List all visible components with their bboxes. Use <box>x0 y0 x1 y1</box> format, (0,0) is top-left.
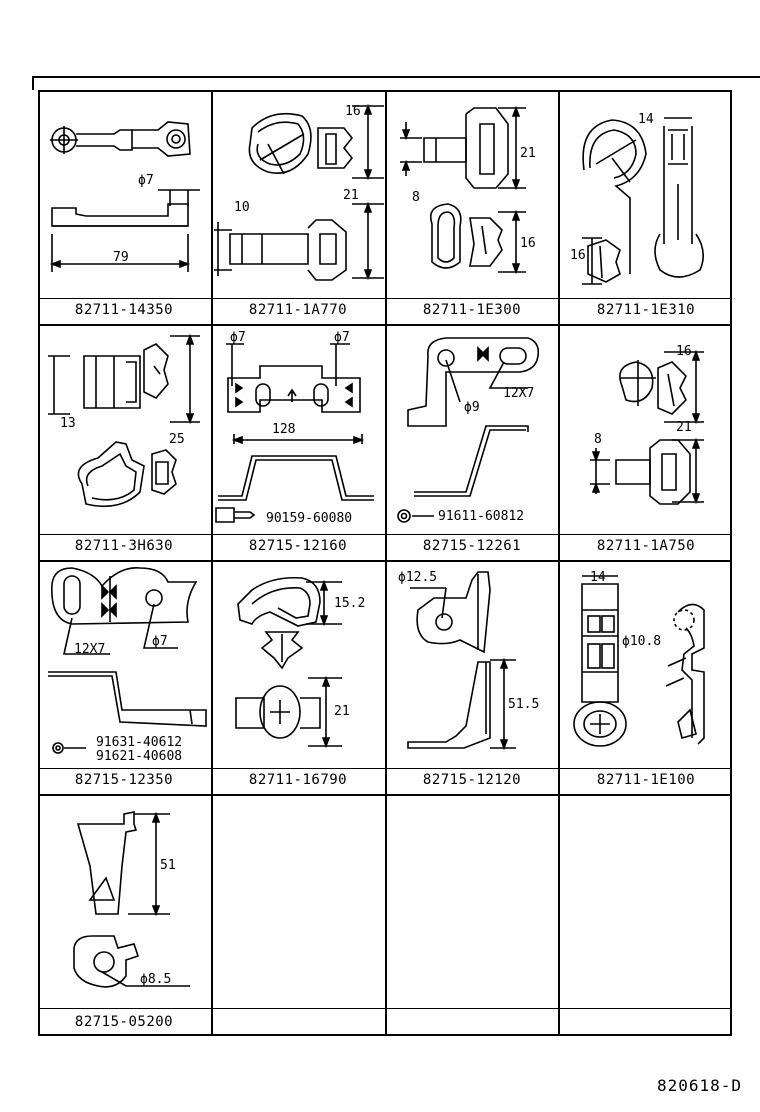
hardware-part-number[interactable]: 91631-40612 <box>96 735 183 750</box>
clip-drawing-1e310 <box>560 94 732 298</box>
dimension-label: 12X7 <box>74 642 106 657</box>
dimension-label: 14 <box>590 570 606 585</box>
part-number-label[interactable]: 82715-12350 <box>74 772 174 788</box>
grid-column-divider <box>211 92 213 1034</box>
grid-row-divider <box>40 324 730 326</box>
dimension-label: 14 <box>638 112 654 127</box>
dimension-label: 10 <box>234 200 250 215</box>
dimension-label: 51 <box>160 858 176 873</box>
dimension-label: 51.5 <box>508 697 540 712</box>
part-number-label[interactable]: 82715-05200 <box>74 1014 174 1030</box>
part-number-label[interactable]: 82711-1A770 <box>248 302 348 318</box>
top-rule-tick <box>32 76 34 90</box>
part-number-label[interactable]: 82711-16790 <box>248 772 348 788</box>
parts-grid <box>38 90 732 1036</box>
dimension-label: 21 <box>520 146 536 161</box>
hardware-part-number[interactable]: 90159-60080 <box>266 511 353 526</box>
dimension-label: 21 <box>676 420 692 435</box>
part-number-label[interactable]: 82715-12120 <box>422 772 522 788</box>
dimension-label: ϕ12.5 <box>398 570 438 585</box>
part-number-label[interactable]: 82711-1E100 <box>596 772 696 788</box>
dimension-label: 21 <box>343 188 359 203</box>
dimension-label: ϕ7 <box>138 173 154 188</box>
grid-column-divider <box>385 92 387 1034</box>
dimension-label: 13 <box>60 416 76 431</box>
part-number-label[interactable]: 82711-14350 <box>74 302 174 318</box>
dimension-label: ϕ7 <box>334 330 350 345</box>
dimension-label: ϕ9 <box>464 400 480 415</box>
dimension-label: 21 <box>334 704 350 719</box>
clip-drawing-14350 <box>40 94 210 298</box>
dimension-label: 25 <box>169 432 185 447</box>
bracket-drawing-12350 <box>40 562 210 766</box>
dimension-label: 15.2 <box>334 596 366 611</box>
dimension-label: ϕ8.5 <box>140 972 172 987</box>
top-rule <box>32 76 760 78</box>
part-number-label[interactable]: 82715-12261 <box>422 538 522 554</box>
grid-row-divider <box>40 794 730 796</box>
part-number-label[interactable]: 82711-3H630 <box>74 538 174 554</box>
clip-drawing-1e300 <box>386 94 558 298</box>
grid-row-divider <box>40 560 730 562</box>
part-number-label[interactable]: 82711-1E310 <box>596 302 696 318</box>
dimension-label: 16 <box>345 104 361 119</box>
clip-drawing-3h630 <box>40 326 210 536</box>
dimension-label: ϕ7 <box>152 634 168 649</box>
label-separator <box>40 534 730 535</box>
dimension-label: 12X7 <box>503 386 535 401</box>
label-separator <box>40 1008 730 1009</box>
dimension-label: ϕ10.8 <box>622 634 662 649</box>
clip-drawing-16790 <box>212 562 384 766</box>
clip-drawing-1a770 <box>212 94 384 298</box>
bracket-drawing-12160 <box>212 326 384 536</box>
dimension-label: 8 <box>594 432 602 447</box>
dimension-label: 16 <box>676 344 692 359</box>
dimension-label: 128 <box>272 422 296 437</box>
clip-drawing-1e100 <box>560 562 732 766</box>
bracket-drawing-12261 <box>386 326 558 536</box>
diagram-code: 820618-D <box>656 1076 742 1095</box>
label-separator <box>40 298 730 299</box>
part-number-label[interactable]: 82715-12160 <box>248 538 348 554</box>
clip-drawing-1a750 <box>560 326 732 536</box>
dimension-label: 79 <box>113 250 129 265</box>
label-separator <box>40 768 730 769</box>
hardware-part-number[interactable]: 91611-60812 <box>438 509 525 524</box>
bracket-drawing-12120 <box>386 562 558 766</box>
grid-column-divider <box>558 92 560 1034</box>
dimension-label: 8 <box>412 190 420 205</box>
dimension-label: 16 <box>570 248 586 263</box>
part-number-label[interactable]: 82711-1E300 <box>422 302 522 318</box>
hardware-part-number[interactable]: 91621-40608 <box>96 749 183 764</box>
dimension-label: ϕ7 <box>230 330 246 345</box>
part-number-label[interactable]: 82711-1A750 <box>596 538 696 554</box>
dimension-label: 16 <box>520 236 536 251</box>
clip-drawing-05200 <box>40 796 210 1010</box>
